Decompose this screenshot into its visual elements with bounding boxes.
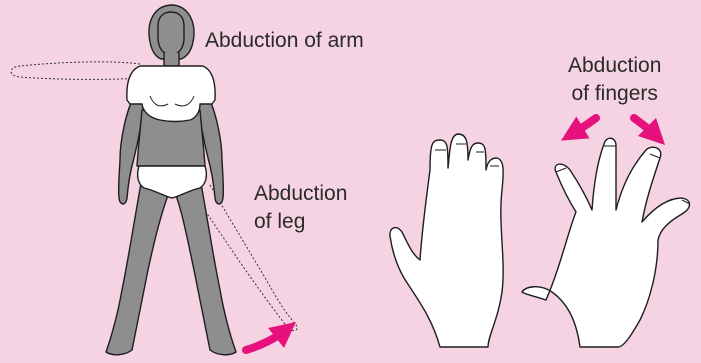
arrow-fingers-left bbox=[572, 118, 596, 134]
arrow-fingers-right bbox=[634, 118, 656, 136]
label-abduction-fingers-line1: Abduction bbox=[568, 52, 661, 80]
label-abduction-arm: Abduction of arm bbox=[205, 27, 364, 55]
hand-fingers-together bbox=[390, 134, 503, 347]
label-abduction-leg-line2: of leg bbox=[254, 208, 347, 236]
label-abduction-fingers: Abduction of fingers bbox=[568, 52, 661, 108]
label-abduction-leg: Abduction of leg bbox=[254, 180, 347, 236]
left-leg bbox=[106, 178, 170, 355]
right-leg bbox=[174, 178, 236, 355]
hand-fingers-spread bbox=[522, 138, 690, 347]
abducted-arm-outline bbox=[11, 62, 140, 80]
label-abduction-leg-line1: Abduction bbox=[254, 180, 347, 208]
label-abduction-fingers-line2: of fingers bbox=[568, 80, 661, 108]
face bbox=[158, 12, 184, 55]
arrow-leg bbox=[246, 330, 286, 350]
